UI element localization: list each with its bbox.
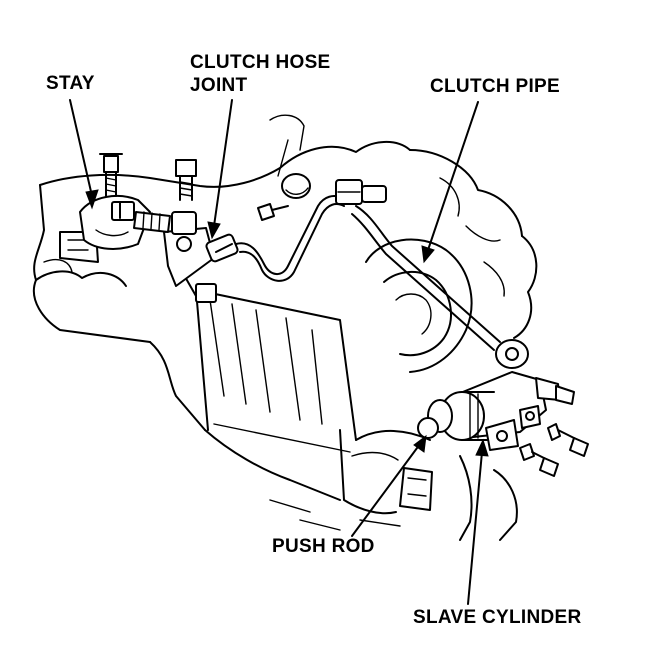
leader-lines bbox=[69, 99, 489, 605]
clutch-hose-joint bbox=[133, 159, 239, 287]
stay-bracket bbox=[79, 153, 151, 250]
clutch-pipe bbox=[235, 173, 501, 351]
push-rod-label: PUSH ROD bbox=[272, 536, 375, 557]
clutch-hose-joint-label-line1: CLUTCH HOSE bbox=[190, 52, 331, 73]
slave-cylinder-label: SLAVE CYLINDER bbox=[413, 607, 582, 628]
slave-cylinder bbox=[399, 339, 589, 511]
stay-label: STAY bbox=[46, 73, 95, 94]
clutch-pipe-label: CLUTCH PIPE bbox=[430, 76, 560, 97]
clutch-hose-joint-label-line2: JOINT bbox=[190, 75, 248, 96]
transmission-housing bbox=[32, 114, 538, 541]
